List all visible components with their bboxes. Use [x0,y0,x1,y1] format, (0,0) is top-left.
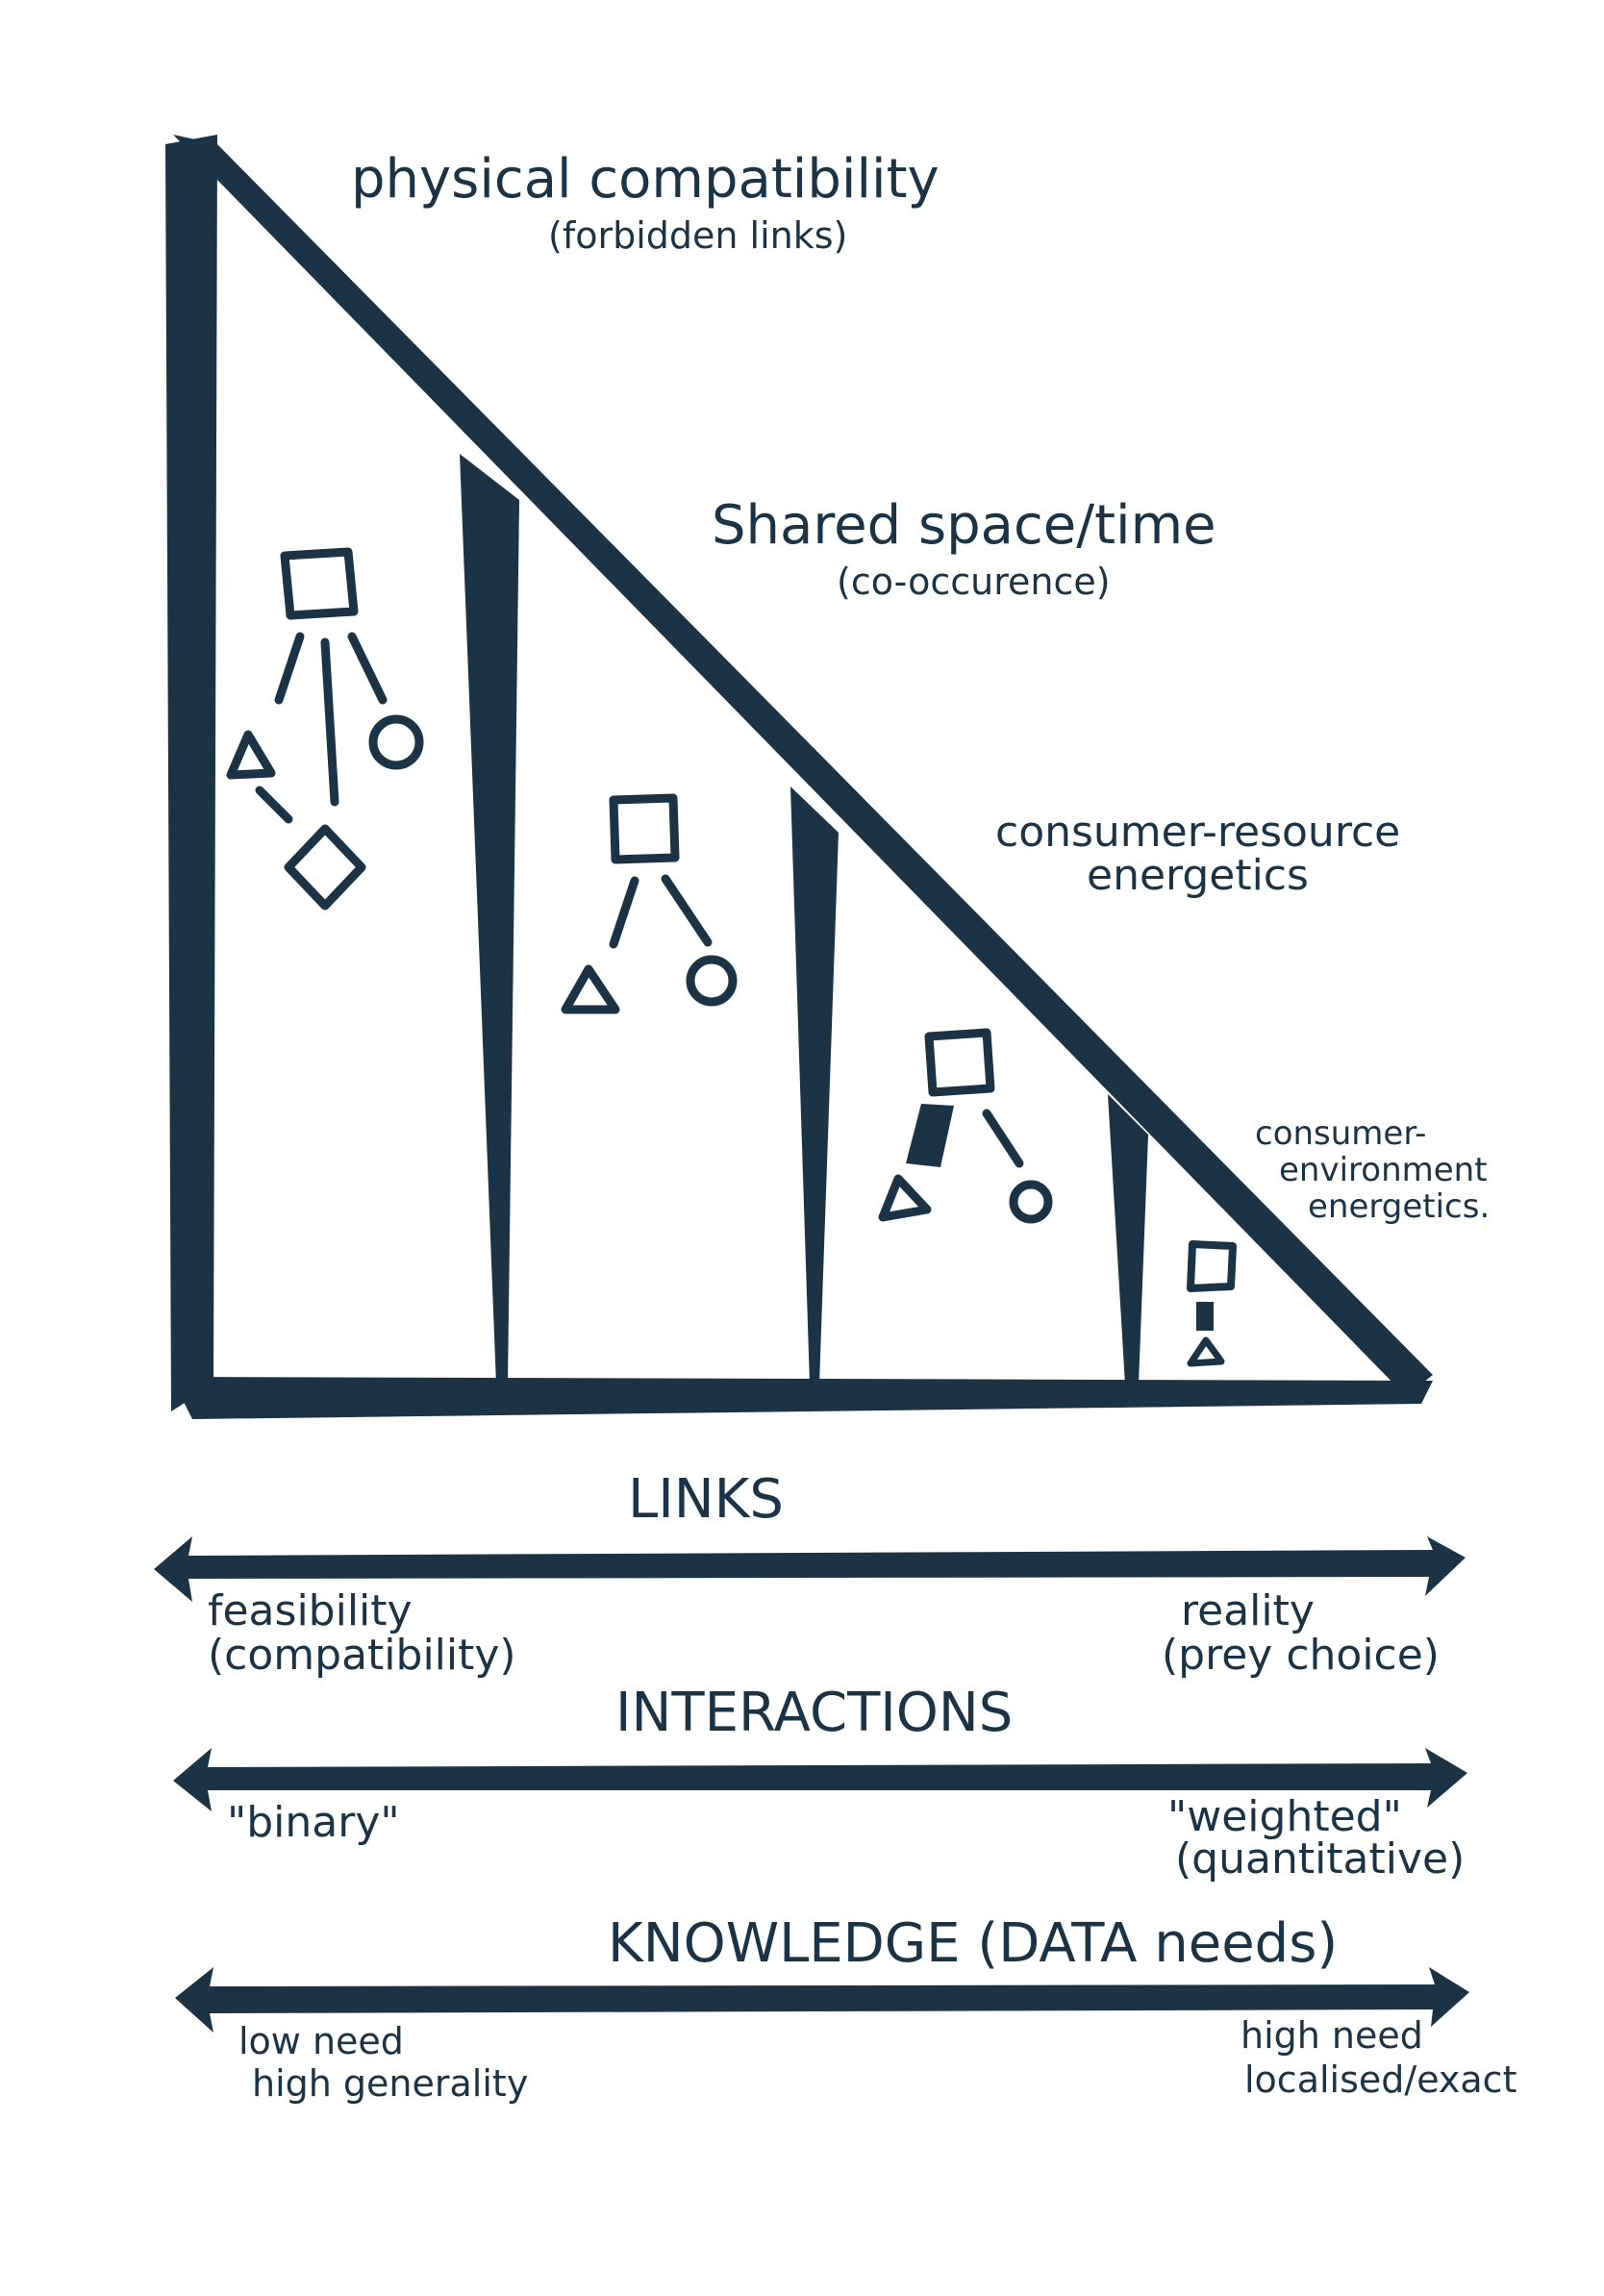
scale-links-right-sublabel: (prey choice) [1162,1631,1440,1680]
link-line [255,786,293,824]
circle-node-icon [368,714,424,770]
food-web-2 [561,793,738,1014]
scale-links-title: LINKS [628,1468,784,1531]
triangle-divider-2 [790,786,839,1385]
scale-links: LINKS feasibility (compatibility) realit… [154,1468,1466,1680]
scale-knowledge-right-label: high need [1241,2014,1423,2057]
triangle-node-icon [561,964,620,1014]
scale-knowledge-left-label: low need [238,2020,404,2062]
square-node-icon [609,793,680,864]
filled-block-node-icon [906,1104,954,1167]
triangle-divider-3 [1108,1094,1148,1385]
square-node-icon [280,547,359,620]
scale-knowledge-title: KNOWLEDGE (DATA needs) [608,1912,1338,1975]
circle-node-icon [1009,1180,1053,1224]
circle-node-icon [686,955,738,1007]
double-arrow [154,1536,1466,1602]
level-4-subtitle-2: energetics. [1308,1187,1490,1226]
scale-interactions: INTERACTIONS "binary" "weighted" (quanti… [173,1682,1467,1884]
level-1-title: physical compatibility [351,148,940,211]
scale-links-left-sublabel: (compatibility) [208,1631,516,1680]
level-3-subtitle: energetics [1087,851,1309,900]
triangle-divider-1 [460,454,519,1385]
triangle-base [171,1377,1433,1419]
scale-knowledge: KNOWLEDGE (DATA needs) low need high gen… [175,1912,1516,2105]
square-node-icon [1187,1240,1237,1292]
triangle-hypotenuse [173,135,1433,1394]
level-labels: physical compatibility (forbidden links)… [351,148,1490,1226]
triangle-node-icon [226,730,276,780]
food-web-4 [1187,1240,1237,1367]
scale-interactions-right-label: "weighted" [1167,1792,1402,1841]
triangle-left-edge [165,135,217,1411]
scale-interactions-right-sublabel: (quantitative) [1175,1834,1465,1884]
link-line [274,632,305,705]
scale-links-left-label: feasibility [208,1586,413,1635]
level-4-subtitle: environment [1279,1151,1488,1189]
triangle-node-icon [878,1174,932,1222]
link-line [609,876,639,949]
scale-links-right-label: reality [1181,1586,1315,1635]
triangle-node-icon [1187,1336,1225,1367]
double-arrow [175,1967,1469,2033]
scale-knowledge-right-sublabel: localised/exact [1244,2059,1516,2101]
scale-interactions-title: INTERACTIONS [615,1682,1013,1744]
food-web-1 [226,547,424,911]
level-2-subtitle: (co-occurence) [837,561,1111,603]
link-line [661,874,713,947]
diamond-node-icon [284,824,366,911]
level-1-subtitle: (forbidden links) [548,214,847,257]
link-line [320,637,339,807]
link-line [982,1109,1024,1168]
level-3-title: consumer-resource [995,808,1400,857]
level-2-title: Shared space/time [712,494,1216,557]
double-arrow [173,1748,1467,1811]
food-web-3 [878,1028,1053,1224]
scale-interactions-left-label: "binary" [227,1798,400,1847]
level-4-title: consumer- [1255,1114,1426,1153]
filled-block-node-icon [1196,1302,1214,1331]
link-line [347,632,388,705]
triangle-frame [165,135,1433,1419]
square-node-icon [924,1028,995,1097]
scale-knowledge-left-sublabel: high generality [252,2062,528,2105]
